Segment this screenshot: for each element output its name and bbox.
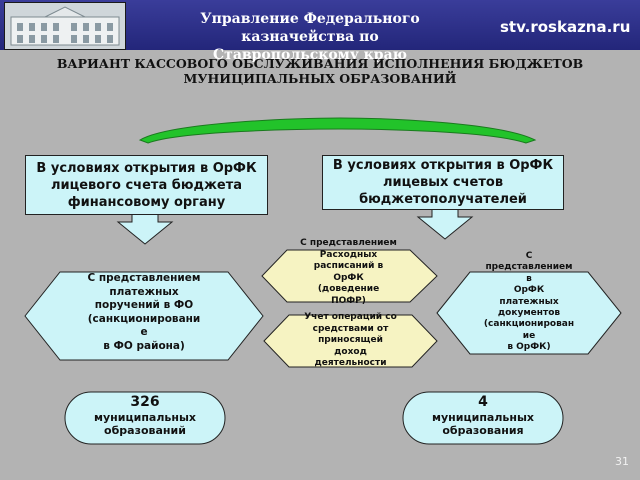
hex-right-line: ОрФК bbox=[513, 285, 545, 296]
count-left-label: 326 муниципальных образований bbox=[65, 394, 225, 437]
header-title-line1: Управление Федерального казначейства по bbox=[200, 11, 420, 45]
hex-right-shape bbox=[436, 271, 622, 355]
hex-right-label: С представлением в ОрФК платежных докуме… bbox=[470, 251, 588, 354]
hex-right-line: платежных bbox=[499, 296, 559, 307]
hex-mid-top-line: Расходных bbox=[319, 249, 378, 260]
right-down-arrow bbox=[416, 208, 474, 240]
count-right-line1: муниципальных bbox=[431, 411, 534, 424]
hex-mid-bottom-line: доход bbox=[334, 346, 367, 357]
count-left-oval bbox=[64, 391, 226, 445]
green-arc-connector bbox=[138, 117, 537, 144]
right-box-line2: лицевых счетов bbox=[382, 175, 504, 190]
count-right-oval bbox=[402, 391, 564, 445]
slide-title: ВАРИАНТ КАССОВОГО ОБСЛУЖИВАНИЯ ИСПОЛНЕНИ… bbox=[40, 56, 600, 86]
header-url[interactable]: stv.roskazna.ru bbox=[500, 18, 631, 36]
hex-right-line: ие bbox=[522, 330, 536, 341]
right-box-line1: В условиях открытия в ОрФК bbox=[332, 158, 554, 173]
hex-mid-bottom-line: средствами от bbox=[312, 323, 389, 334]
left-box-line1: В условиях открытия в ОрФК bbox=[36, 160, 257, 176]
hex-mid-top-line: ОрФК bbox=[333, 272, 364, 283]
hex-left-line: (санкционировани bbox=[87, 312, 201, 325]
hex-left-label: С представлением платежных поручений в Ф… bbox=[60, 272, 228, 353]
hex-left-shape bbox=[24, 271, 264, 361]
left-down-arrow bbox=[116, 213, 174, 245]
hex-mid-bottom-shape bbox=[263, 314, 438, 368]
header-title-line2: Ставропольскому краю bbox=[213, 47, 407, 63]
hex-left-line: е bbox=[140, 326, 148, 338]
count-left-line1: муниципальных bbox=[93, 411, 196, 424]
hex-right-line: (санкционирован bbox=[483, 319, 575, 330]
hex-mid-top-line: С представлением bbox=[300, 238, 397, 248]
count-right-line2: образования bbox=[442, 424, 524, 437]
right-condition-box: В условиях открытия в ОрФК лицевых счето… bbox=[322, 155, 564, 210]
header-banner: Управление Федерального казначейства по … bbox=[0, 0, 640, 63]
hex-mid-bottom-label: Учет операций со средствами от приносяще… bbox=[289, 312, 412, 370]
hex-mid-bottom-line: Учет операций со bbox=[304, 312, 397, 322]
hex-mid-top-line: ПОФР) bbox=[331, 295, 366, 306]
hex-left-line: С представлением bbox=[87, 272, 201, 284]
slide-title-line1: ВАРИАНТ КАССОВОГО ОБСЛУЖИВАНИЯ ИСПОЛНЕНИ… bbox=[56, 56, 584, 71]
count-right-number: 4 bbox=[478, 394, 488, 410]
building-logo bbox=[4, 2, 126, 50]
right-box-line3: бюджетополучателей bbox=[359, 192, 527, 207]
left-box-line3: финансовому органу bbox=[67, 194, 226, 210]
hex-left-line: в ФО района) bbox=[103, 339, 185, 352]
hex-mid-bottom-line: приносящей bbox=[318, 335, 383, 345]
hex-mid-top-label: С представлением Расходных расписаний в … bbox=[287, 238, 410, 307]
hex-mid-top-shape bbox=[261, 249, 438, 303]
left-condition-box: В условиях открытия в ОрФК лицевого счет… bbox=[25, 155, 268, 215]
slide-title-line2: МУНИЦИПАЛЬНЫХ ОБРАЗОВАНИЙ bbox=[183, 71, 457, 86]
hex-mid-top-line: (доведение bbox=[317, 284, 380, 294]
hex-right-line: документов bbox=[497, 308, 561, 319]
hex-right-line: в bbox=[526, 273, 532, 284]
hex-mid-top-line: расписаний в bbox=[313, 261, 384, 271]
count-left-line2: образований bbox=[104, 424, 186, 437]
header-title: Управление Федерального казначейства по … bbox=[150, 10, 470, 64]
page-number: 31 bbox=[615, 455, 629, 468]
hex-left-line: поручений в ФО bbox=[94, 299, 194, 311]
hex-left-line: платежных bbox=[109, 285, 179, 298]
hex-right-line: в ОрФК) bbox=[507, 342, 551, 353]
hex-right-line: представлением bbox=[485, 262, 573, 273]
count-right-label: 4 муниципальных образования bbox=[403, 394, 563, 437]
hex-right-line: С bbox=[525, 251, 533, 261]
hex-mid-bottom-line: деятельности bbox=[314, 358, 387, 368]
count-left-number: 326 bbox=[130, 394, 160, 410]
left-box-line2: лицевого счета бюджета bbox=[50, 177, 243, 193]
